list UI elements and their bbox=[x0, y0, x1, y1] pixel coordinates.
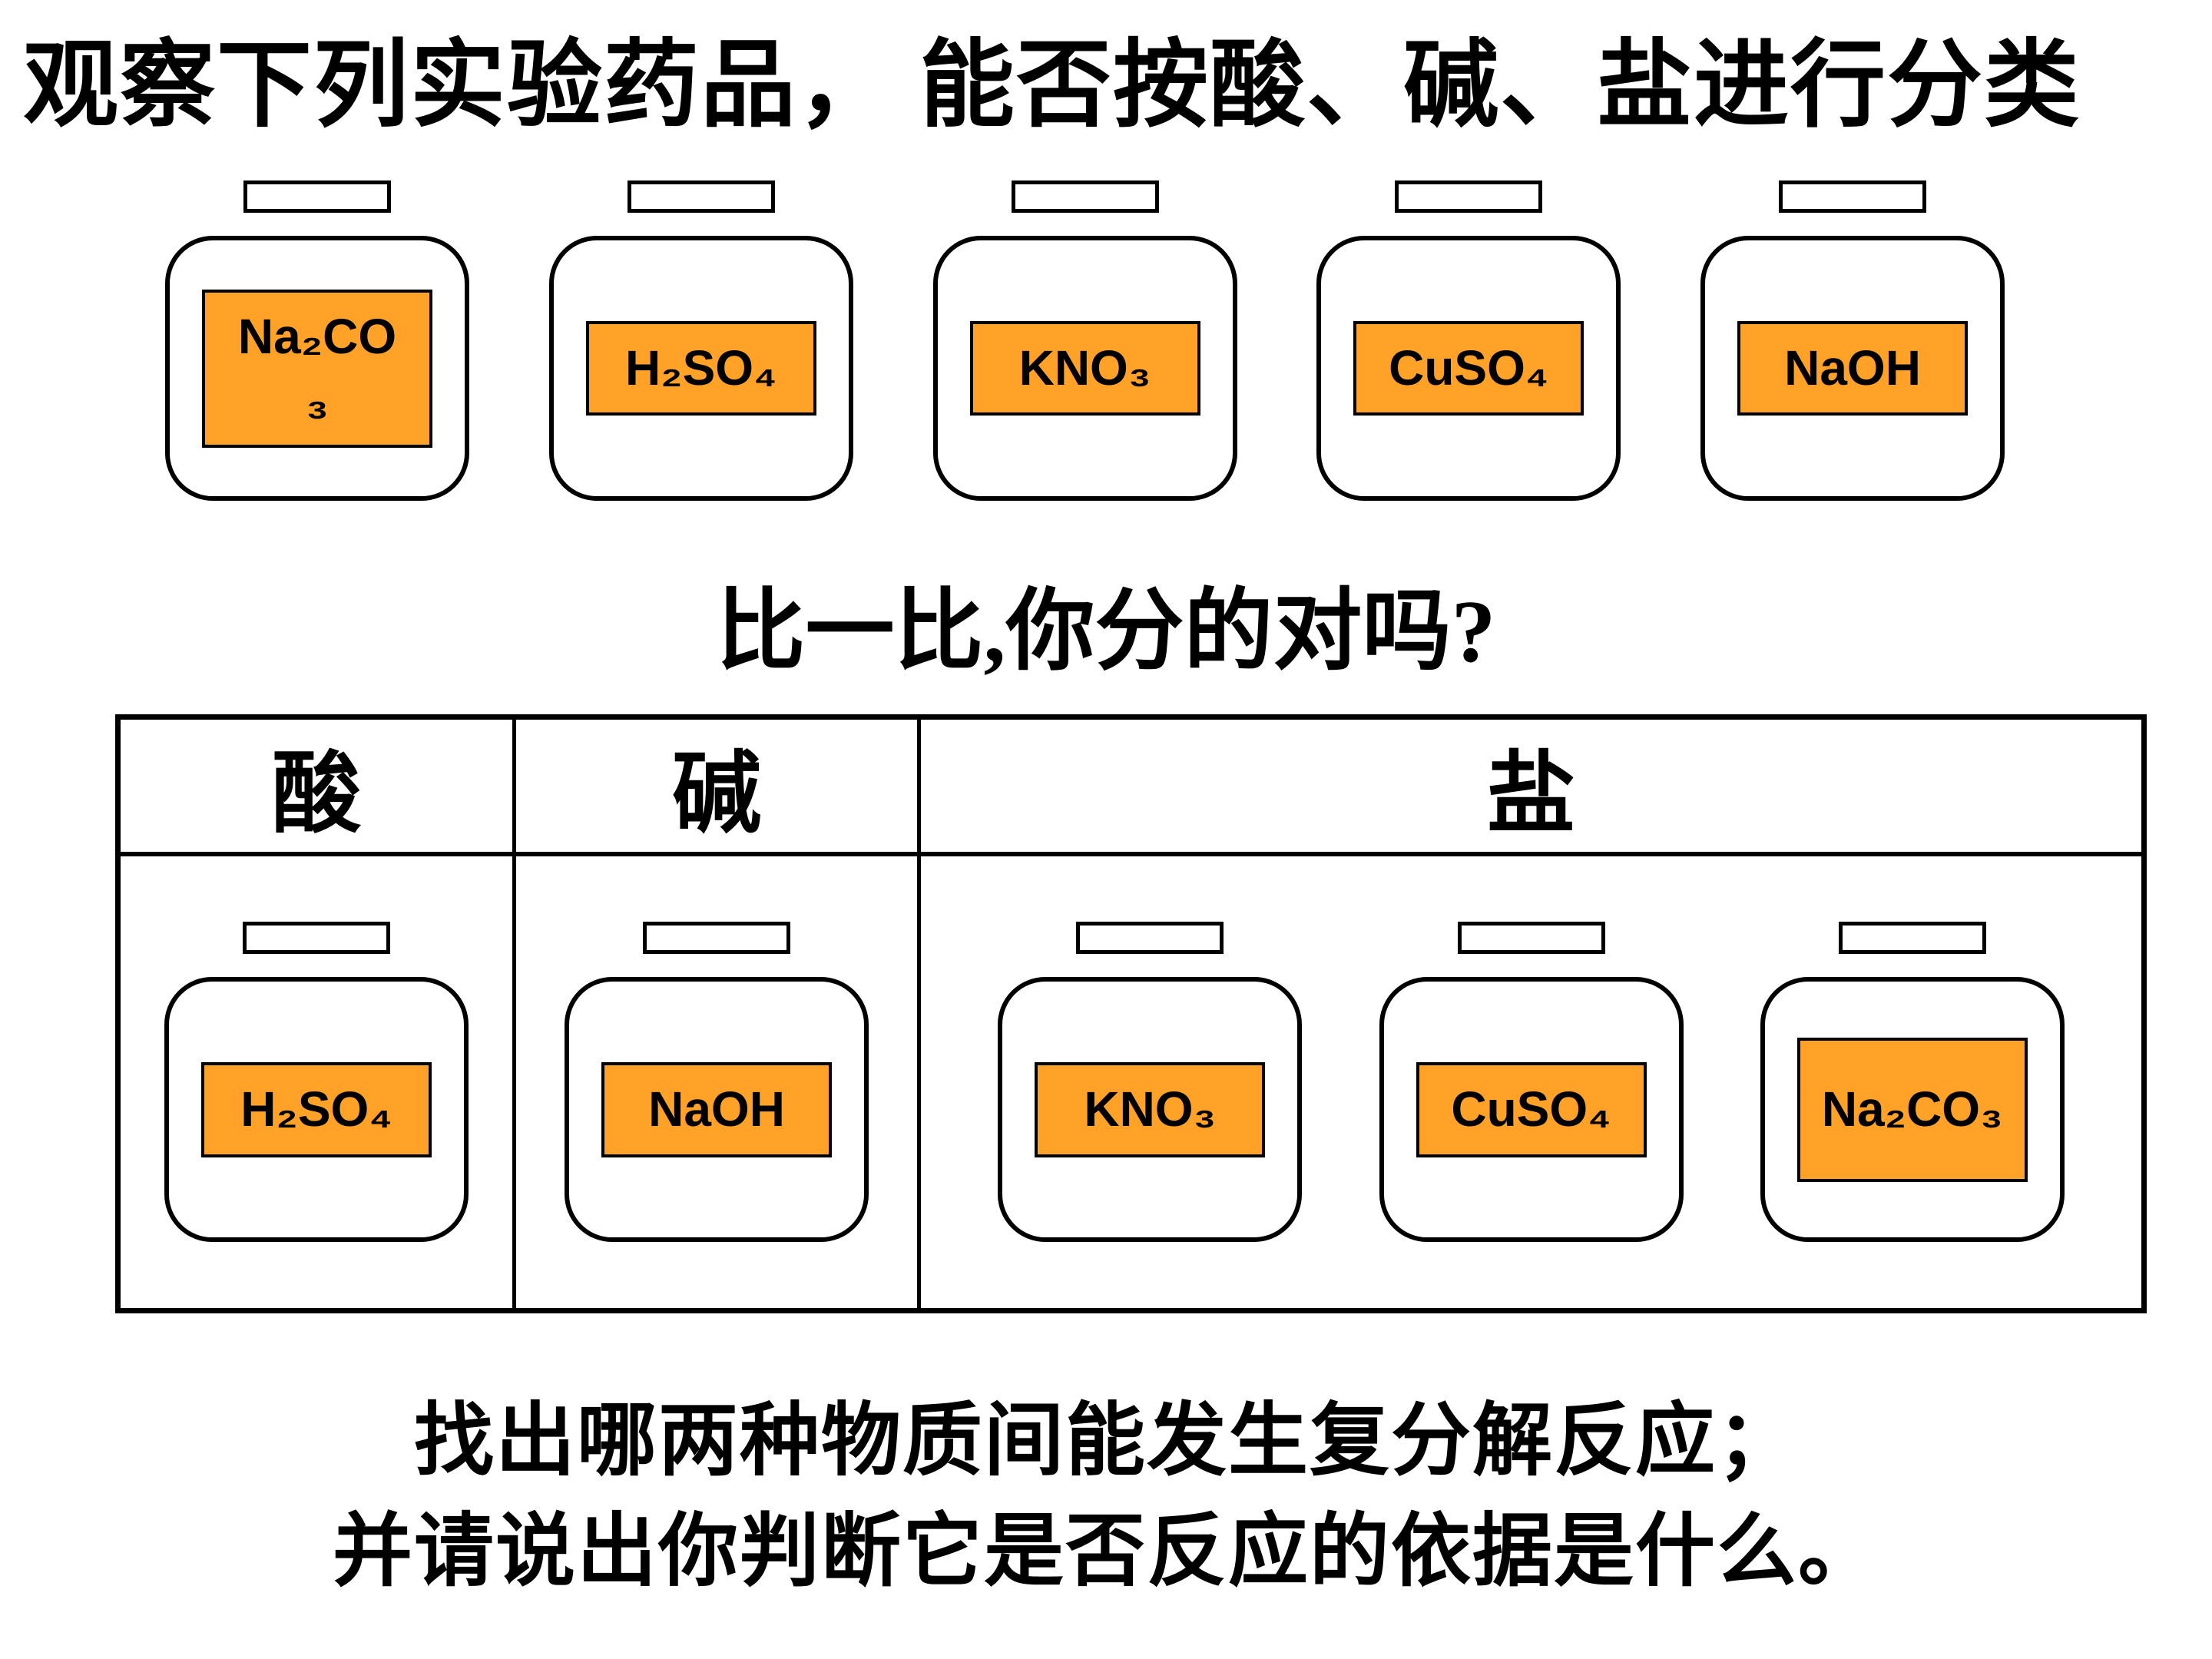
table-header-acid: 酸 bbox=[121, 719, 516, 852]
reagent-label: Na₂CO₃ bbox=[1796, 1038, 2028, 1182]
bottle-body: CuSO₄ bbox=[1379, 977, 1684, 1243]
table-header-row: 酸 碱 盐 bbox=[121, 719, 2141, 856]
bottle-body: H₂SO₄ bbox=[164, 977, 469, 1243]
table-header-salt: 盐 bbox=[1486, 745, 1576, 844]
table-header-base: 碱 bbox=[516, 719, 921, 852]
bottle-cap bbox=[243, 922, 390, 955]
reagent-bottle-kno3: KNO₃ bbox=[932, 180, 1237, 502]
classification-table: 酸 碱 盐 H₂SO₄ NaOH bbox=[115, 714, 2147, 1313]
table-body-row: H₂SO₄ NaOH KNO₃ bbox=[121, 856, 2141, 1308]
reagent-label: Na₂CO ₃ bbox=[202, 289, 432, 449]
question-text: 找出哪两种物质间能发生复分解反应； 并请说出你判断它是否反应的依据是什么。 bbox=[0, 1386, 2212, 1607]
reagent-label: CuSO₄ bbox=[1416, 1062, 1647, 1157]
reagent-bottle-cuso4: CuSO₄ bbox=[1316, 180, 1621, 502]
reagent-label: CuSO₄ bbox=[1353, 321, 1584, 416]
table-cell-acid: H₂SO₄ bbox=[121, 856, 516, 1308]
bottle-cap bbox=[243, 180, 391, 214]
bottle-body: Na₂CO ₃ bbox=[165, 236, 469, 502]
reagent-label: H₂SO₄ bbox=[201, 1062, 432, 1157]
reagent-bottle-naoh: NaOH bbox=[1700, 180, 2005, 502]
reagent-bottle-na2co3-salt: Na₂CO₃ bbox=[1760, 922, 2065, 1243]
bottle-cap bbox=[1779, 180, 1926, 214]
reagent-label: NaOH bbox=[601, 1062, 832, 1157]
page-title: 观察下列实验药品， 能否按酸、碱、盐进行分类 bbox=[23, 33, 2081, 138]
reagent-bottle-na2co3: Na₂CO ₃ bbox=[165, 180, 469, 502]
bottle-cap bbox=[1457, 922, 1605, 955]
question-line-2: 并请说出你判断它是否反应的依据是什么。 bbox=[332, 1506, 1879, 1596]
table-cell-base: NaOH bbox=[516, 856, 921, 1308]
bottle-body: CuSO₄ bbox=[1316, 236, 1621, 502]
bottle-body: KNO₃ bbox=[998, 977, 1303, 1243]
bottle-body: NaOH bbox=[1700, 236, 2005, 502]
bottle-cap bbox=[1395, 180, 1543, 214]
bottle-body: NaOH bbox=[565, 977, 869, 1243]
reagent-bottle-h2so4: H₂SO₄ bbox=[548, 180, 853, 502]
bottle-body: H₂SO₄ bbox=[548, 236, 853, 502]
reagent-bottle-kno3-salt: KNO₃ bbox=[998, 922, 1303, 1243]
reagent-label: NaOH bbox=[1737, 321, 1968, 416]
reagent-label: KNO₃ bbox=[969, 321, 1200, 416]
bottle-cap bbox=[627, 180, 775, 214]
bottle-body: KNO₃ bbox=[932, 236, 1237, 502]
reagent-bottle-naoh-base: NaOH bbox=[565, 922, 869, 1243]
bottle-cap bbox=[1011, 180, 1159, 214]
compare-heading: 比一比,你分的对吗? bbox=[716, 583, 1496, 682]
reagent-bottle-h2so4-acid: H₂SO₄ bbox=[164, 922, 469, 1243]
bottle-cap bbox=[1838, 922, 1986, 955]
bottle-cap bbox=[643, 922, 790, 955]
reagent-bottle-row: Na₂CO ₃ H₂SO₄ KNO₃ CuSO₄ NaOH bbox=[165, 180, 2005, 502]
reagent-bottle-cuso4-salt: CuSO₄ bbox=[1379, 922, 1684, 1243]
reagent-label: KNO₃ bbox=[1035, 1062, 1266, 1157]
bottle-body: Na₂CO₃ bbox=[1760, 977, 2065, 1243]
reagent-label: H₂SO₄ bbox=[585, 321, 816, 416]
question-line-1: 找出哪两种物质间能发生复分解反应； bbox=[413, 1396, 1798, 1485]
table-cell-salt: KNO₃ CuSO₄ Na₂CO₃ bbox=[921, 856, 2141, 1308]
bottle-cap bbox=[1076, 922, 1224, 955]
